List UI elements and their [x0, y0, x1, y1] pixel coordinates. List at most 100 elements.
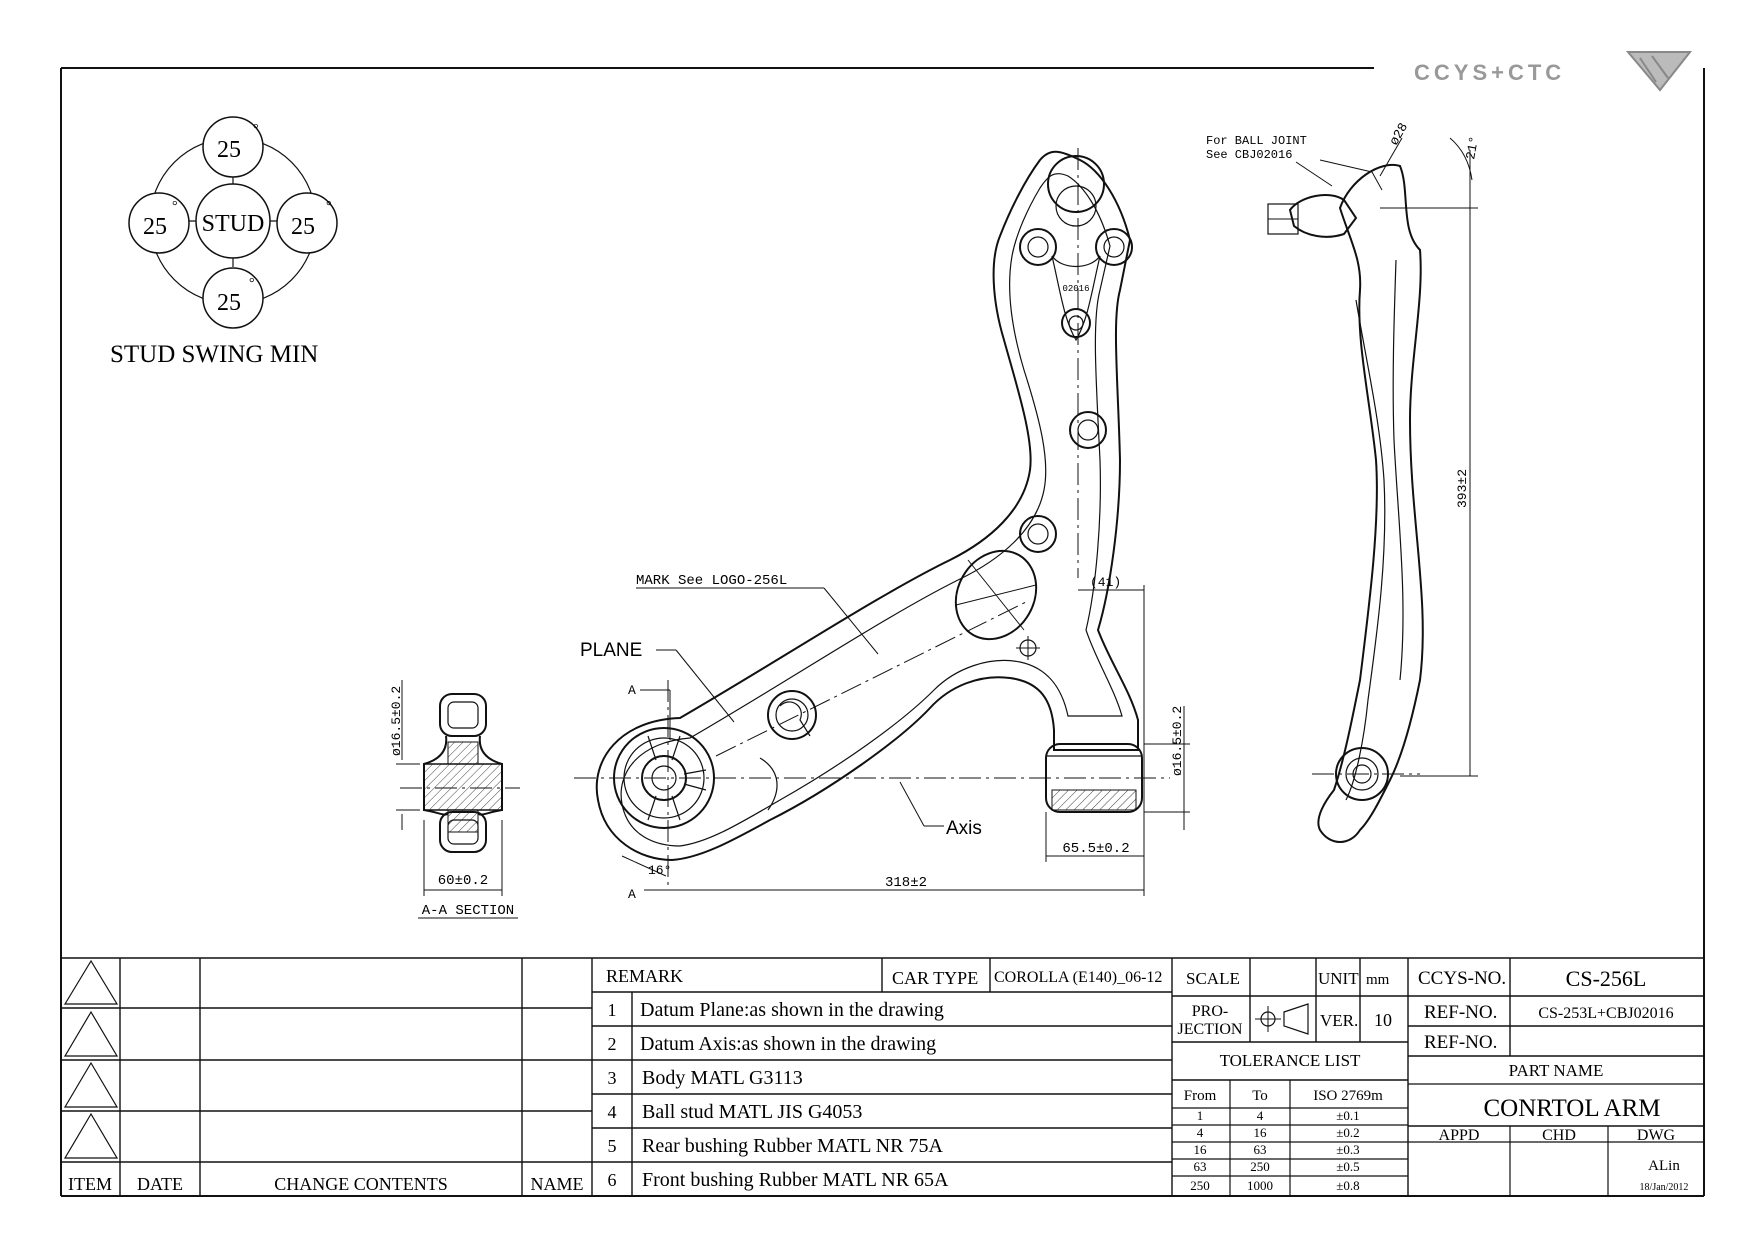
svg-text:VER.: VER. [1320, 1011, 1358, 1030]
angle-21-dim: 21° [1463, 135, 1482, 161]
ball-joint-note-1: For BALL JOINT [1206, 134, 1307, 148]
svg-text:CHANGE CONTENTS: CHANGE CONTENTS [274, 1174, 448, 1194]
svg-text:5: 5 [608, 1136, 617, 1156]
revision-triangles [63, 959, 119, 1159]
svg-text:°: ° [326, 199, 332, 214]
plane-label: PLANE [580, 640, 642, 661]
section-marker-top: A [628, 683, 636, 698]
svg-text:3: 3 [608, 1068, 617, 1088]
svg-text:16: 16 [1254, 1125, 1268, 1140]
svg-text:2: 2 [608, 1034, 617, 1054]
ball-joint-note-2: See CBJ02016 [1206, 148, 1292, 162]
remark-item-6: Front bushing Rubber MATL NR 65A [642, 1169, 949, 1191]
svg-text:63: 63 [1254, 1142, 1267, 1157]
revision-headers: ITEM DATE CHANGE CONTENTS NAME [68, 1174, 584, 1194]
remark-item-5: Rear bushing Rubber MATL NR 75A [642, 1135, 943, 1157]
svg-text:ITEM: ITEM [68, 1174, 112, 1194]
dwg-date: 18/Jan/2012 [1640, 1182, 1689, 1193]
svg-text:10: 10 [1374, 1010, 1392, 1030]
svg-text:63: 63 [1194, 1159, 1207, 1174]
section-width-dim: 60±0.2 [438, 873, 488, 889]
dwg-name: ALin [1648, 1158, 1680, 1174]
svg-text:°: ° [253, 122, 259, 137]
remark-item-3: Body MATL G3113 [642, 1067, 803, 1089]
spec-block: SCALE UNIT mm PRO- JECTION VER. 10 TOLER… [1178, 969, 1392, 1193]
svg-text:PART NAME: PART NAME [1509, 1061, 1604, 1080]
axis-label: Axis [946, 818, 982, 839]
svg-text:250: 250 [1250, 1159, 1270, 1174]
section-dia-dim: ø16.5±0.2 [389, 686, 404, 756]
svg-text:±0.2: ±0.2 [1336, 1125, 1359, 1140]
car-type-label: CAR TYPE [892, 968, 978, 988]
svg-text:From: From [1184, 1088, 1217, 1104]
control-arm-side-view: For BALL JOINT See CBJ02016 ø28 21° 393±… [1206, 120, 1482, 843]
svg-text:1000: 1000 [1247, 1178, 1273, 1193]
svg-text:To: To [1252, 1088, 1268, 1104]
swing-left: 25 [143, 214, 167, 240]
bush-len-dim: 65.5±0.2 [1062, 841, 1129, 857]
svg-text:DWG: DWG [1637, 1127, 1676, 1144]
svg-text:°: ° [249, 276, 255, 291]
section-title: A-A SECTION [422, 903, 514, 919]
svg-text:CCYS-NO.: CCYS-NO. [1418, 968, 1506, 989]
stud-swing-title: STUD SWING MIN [110, 341, 318, 368]
svg-text:1: 1 [608, 1000, 617, 1020]
angle-dim: 16° [648, 863, 671, 878]
svg-text:REF-NO.: REF-NO. [1424, 1002, 1497, 1023]
svg-text:°: ° [172, 199, 178, 214]
svg-text:±0.5: ±0.5 [1336, 1159, 1359, 1174]
svg-text:4: 4 [608, 1102, 617, 1122]
swing-bottom: 25 [217, 290, 241, 316]
svg-text:250: 250 [1190, 1178, 1210, 1193]
title-block: CCYS-NO. CS-256L REF-NO. CS-253L+CBJ0201… [1418, 966, 1688, 1193]
mark-note: MARK See LOGO-256L [636, 573, 787, 589]
part-name-value: CONRTOL ARM [1483, 1095, 1660, 1122]
svg-text:SCALE: SCALE [1186, 969, 1240, 988]
stud-label: STUD [202, 211, 265, 237]
length-dim: 318±2 [885, 875, 927, 891]
svg-text:DATE: DATE [137, 1174, 183, 1194]
offset-dim: (41) [1090, 575, 1121, 590]
title-block-grid [61, 957, 1704, 1196]
svg-text:UNIT: UNIT [1318, 969, 1359, 988]
bush-dia-dim: ø16.5±0.2 [1170, 706, 1185, 776]
svg-text:PRO-: PRO- [1192, 1003, 1228, 1020]
brand-logo: CCYS+CTC [1414, 51, 1693, 92]
tolerance-title: TOLERANCE LIST [1220, 1051, 1361, 1070]
svg-text:4: 4 [1197, 1125, 1204, 1140]
svg-text:APPD: APPD [1439, 1127, 1480, 1144]
car-type-value: COROLLA (E140)_06-12 [994, 969, 1162, 986]
remark-item-1: Datum Plane:as shown in the drawing [640, 999, 944, 1021]
svg-text:±0.3: ±0.3 [1336, 1142, 1359, 1157]
svg-text:REF-NO.: REF-NO. [1424, 1032, 1497, 1053]
swing-right: 25 [291, 214, 315, 240]
svg-text:6: 6 [608, 1170, 617, 1190]
svg-text:±0.8: ±0.8 [1336, 1178, 1359, 1193]
svg-text:ISO 2769m: ISO 2769m [1313, 1088, 1383, 1104]
svg-text:4: 4 [1257, 1108, 1264, 1123]
svg-text:16: 16 [1194, 1142, 1208, 1157]
stud-swing-diagram: STUD 25 ° 25 ° 25 ° 25 ° STUD SWING MIN [110, 116, 338, 368]
ref-no-value: CS-253L+CBJ02016 [1538, 1005, 1673, 1022]
control-arm-front-view: 02016 A A [574, 148, 1190, 902]
svg-text:CHD: CHD [1542, 1127, 1576, 1144]
ccys-no-value: CS-256L [1566, 966, 1647, 991]
swing-top: 25 [217, 137, 241, 163]
remark-item-2: Datum Axis:as shown in the drawing [640, 1033, 936, 1055]
svg-text:CCYS+CTC: CCYS+CTC [1414, 60, 1565, 85]
remark-header: REMARK [606, 966, 683, 986]
remarks-table: REMARK CAR TYPE COROLLA (E140)_06-12 1 D… [606, 966, 1162, 1191]
svg-text:±0.1: ±0.1 [1336, 1108, 1359, 1123]
svg-text:1: 1 [1197, 1108, 1204, 1123]
part-stamp: 02016 [1062, 284, 1089, 294]
section-marker-bottom: A [628, 887, 636, 902]
svg-text:JECTION: JECTION [1178, 1021, 1243, 1038]
remark-item-4: Ball stud MATL JIS G4053 [642, 1101, 862, 1123]
svg-text:NAME: NAME [531, 1174, 584, 1194]
svg-text:mm: mm [1366, 972, 1390, 988]
stud-circle [195, 183, 271, 259]
section-view: ø16.5±0.2 60±0.2 A-A SECTION [389, 680, 520, 919]
projection-symbol-icon [1255, 1003, 1309, 1035]
height-dim: 393±2 [1455, 469, 1470, 508]
